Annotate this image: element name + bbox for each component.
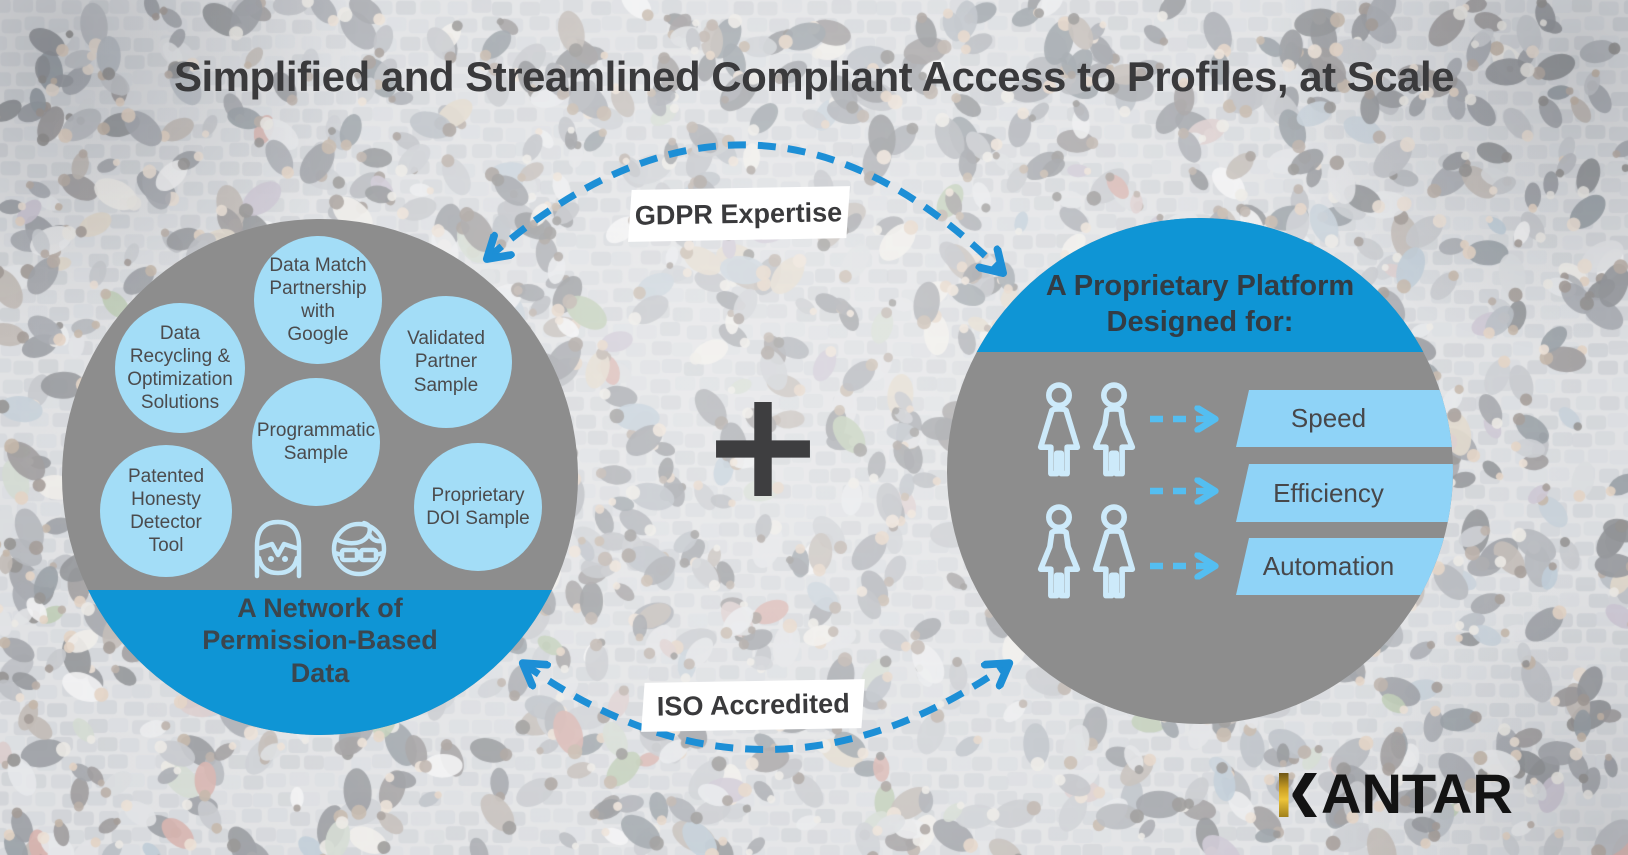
person-outline-icon (1037, 382, 1081, 477)
gdpr-expertise-label: GDPR Expertise (628, 186, 850, 242)
bubble-proprietary-doi-sample: Proprietary DOI Sample (414, 443, 542, 571)
person-outline-icon (1092, 504, 1136, 599)
kantar-k-gold-bar (1279, 773, 1317, 817)
kantar-logo: ANTAR (1279, 766, 1519, 822)
banner-automation-label: Automation (1262, 551, 1395, 581)
bubble-data-match-google: Data Match Partnership with Google (254, 236, 382, 364)
gdpr-expertise-text: GDPR Expertise (635, 196, 843, 231)
iso-accredited-text: ISO Accredited (656, 688, 850, 722)
girl-face-icon (254, 519, 302, 579)
person-outline-icon (1092, 382, 1136, 477)
network-circle: A Network of Permission-Based Data Data … (62, 219, 578, 735)
network-band-label: A Network of Permission-Based Data (202, 593, 438, 688)
page-title: Simplified and Streamlined Compliant Acc… (174, 53, 1454, 100)
banner-speed-label: Speed (1290, 403, 1367, 433)
bubble-honesty-detector: Patented Honesty Detector Tool (100, 445, 232, 577)
iso-accredited-label: ISO Accredited (641, 679, 865, 732)
banner-speed: Speed (1236, 390, 1453, 447)
bubble-validated-partner-sample: Validated Partner Sample (380, 296, 512, 428)
person-outline-icon (1037, 504, 1081, 599)
plus-sign: + (700, 358, 826, 532)
kantar-logo-text: ANTAR (1321, 762, 1513, 825)
platform-cap: A Proprietary Platform Designed for: (947, 218, 1453, 352)
platform-circle: A Proprietary Platform Designed for: Spe… (947, 218, 1453, 724)
banner-automation: Automation (1236, 538, 1453, 595)
bubble-data-recycling: Data Recycling & Optimization Solutions (115, 303, 245, 433)
boy-glasses-face-icon (331, 520, 387, 577)
banner-efficiency: Efficiency (1236, 464, 1453, 522)
platform-heading: A Proprietary Platform Designed for: (1045, 270, 1355, 338)
network-band: A Network of Permission-Based Data (62, 590, 578, 735)
banner-efficiency-label: Efficiency (1273, 477, 1384, 508)
bubble-programmatic-sample: Programmatic Sample (252, 378, 380, 506)
